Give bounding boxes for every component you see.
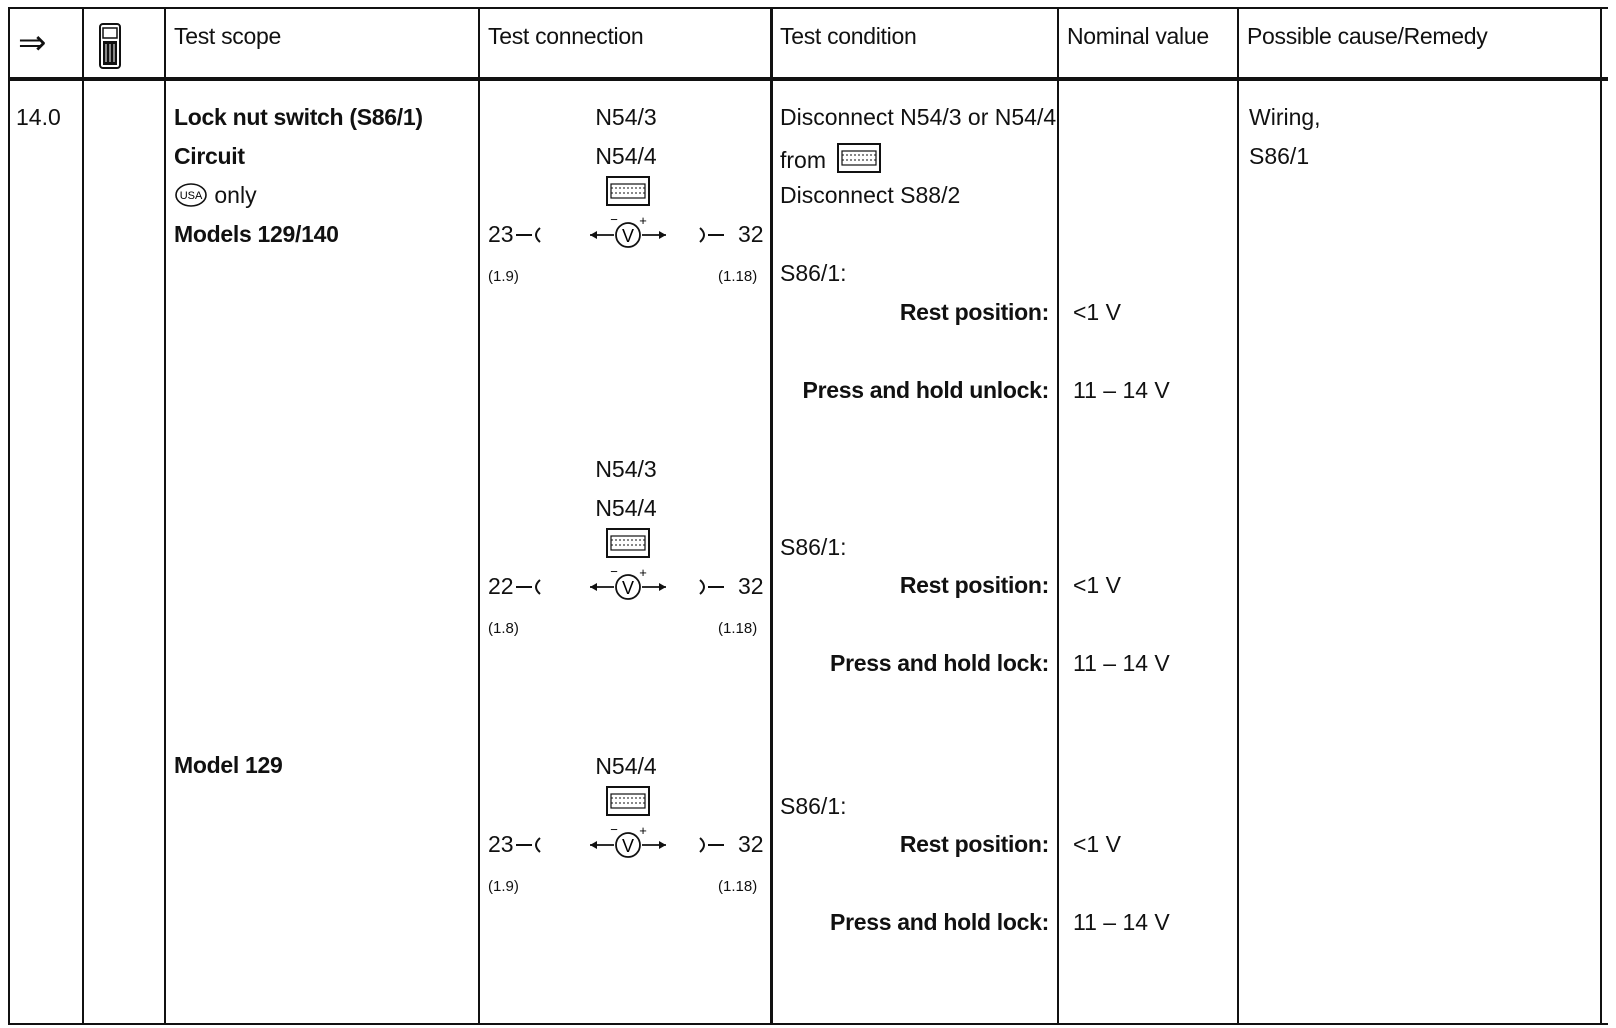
arrow-icon: ⇒ bbox=[18, 24, 47, 62]
condition-from-line: from bbox=[780, 142, 882, 174]
col-header-remedy: Possible cause/Remedy bbox=[1247, 23, 1488, 49]
right-pin-ref: (1.18) bbox=[718, 878, 758, 895]
svg-text:+: + bbox=[639, 826, 647, 838]
usa-badge-icon: USA bbox=[175, 183, 207, 207]
nominal-value: <1 V bbox=[1073, 831, 1121, 857]
connection-label: N54/3 bbox=[595, 456, 657, 482]
col-divider-4 bbox=[770, 7, 773, 1025]
col-divider-0 bbox=[8, 7, 10, 1025]
voltmeter-icon: V − + bbox=[590, 826, 666, 858]
condition-disconnect-1: Disconnect N54/3 or N54/4 bbox=[780, 104, 1057, 130]
svg-text:+: + bbox=[639, 568, 647, 580]
connection-label: N54/4 bbox=[595, 143, 657, 169]
col-header-test-condition: Test condition bbox=[780, 23, 917, 49]
scope-title: Lock nut switch (S86/1) bbox=[174, 104, 423, 130]
connector-right-icon bbox=[699, 837, 724, 853]
nominal-value: 11 – 14 V bbox=[1073, 909, 1170, 935]
scope-model-129: Model 129 bbox=[174, 752, 283, 778]
control-unit-icon bbox=[606, 786, 650, 816]
col-divider-1 bbox=[82, 7, 84, 1025]
col-divider-3 bbox=[478, 7, 480, 1025]
table-bottom-border bbox=[8, 1023, 1608, 1025]
step-number: 14.0 bbox=[16, 104, 61, 130]
condition-press-unlock: Press and hold unlock: bbox=[802, 377, 1050, 403]
header-bottom-border bbox=[8, 77, 1608, 81]
connection-label: N54/4 bbox=[595, 753, 657, 779]
right-pin-ref: (1.18) bbox=[718, 620, 758, 637]
handheld-tester-icon bbox=[99, 23, 121, 69]
right-pin: 32 bbox=[738, 831, 764, 857]
condition-rest-position: Rest position: bbox=[899, 831, 1049, 857]
svg-text:V: V bbox=[622, 836, 634, 856]
condition-disconnect-2: Disconnect S88/2 bbox=[780, 182, 961, 208]
remedy-line-1: Wiring, bbox=[1249, 104, 1321, 130]
remedy-line-2: S86/1 bbox=[1249, 143, 1310, 169]
right-pin: 32 bbox=[738, 221, 764, 247]
svg-text:V: V bbox=[622, 226, 634, 246]
connection-label: N54/4 bbox=[595, 495, 657, 521]
col-header-test-connection: Test connection bbox=[488, 23, 644, 49]
right-pin-ref: (1.18) bbox=[718, 268, 758, 285]
left-pin: 22 bbox=[488, 573, 514, 599]
right-pin: 32 bbox=[738, 573, 764, 599]
scope-models: Models 129/140 bbox=[174, 221, 339, 247]
usa-only-label: only bbox=[214, 182, 257, 208]
col-divider-5 bbox=[1057, 7, 1059, 1025]
table-top-border bbox=[8, 7, 1608, 9]
svg-text:+: + bbox=[639, 216, 647, 228]
nominal-value: <1 V bbox=[1073, 299, 1121, 325]
col-divider-2 bbox=[164, 7, 166, 1025]
nominal-value: <1 V bbox=[1073, 572, 1121, 598]
condition-press-lock: Press and hold lock: bbox=[830, 909, 1049, 935]
svg-text:USA: USA bbox=[180, 190, 203, 202]
col-divider-7 bbox=[1600, 7, 1602, 1025]
connector-right-icon bbox=[699, 579, 724, 595]
scope-circuit: Circuit bbox=[174, 143, 245, 169]
left-pin: 23 bbox=[488, 221, 514, 247]
connector-right-icon bbox=[699, 227, 724, 243]
connector-left-icon bbox=[516, 227, 541, 243]
condition-rest-position: Rest position: bbox=[899, 299, 1049, 325]
control-unit-icon bbox=[606, 176, 650, 206]
svg-text:V: V bbox=[622, 578, 634, 598]
condition-rest-position: Rest position: bbox=[899, 572, 1049, 598]
condition-s86-label: S86/1: bbox=[780, 534, 847, 560]
svg-text:−: − bbox=[610, 826, 618, 837]
condition-press-lock: Press and hold lock: bbox=[830, 650, 1049, 676]
usa-only-note: USA only bbox=[174, 181, 257, 209]
left-pin: 23 bbox=[488, 831, 514, 857]
connection-label: N54/3 bbox=[595, 104, 657, 130]
voltmeter-icon: V − + bbox=[590, 568, 666, 600]
connector-left-icon bbox=[516, 837, 541, 853]
control-unit-icon bbox=[606, 528, 650, 558]
left-pin-ref: (1.9) bbox=[488, 268, 519, 285]
voltmeter-icon: V − + bbox=[590, 216, 666, 248]
connector-left-icon bbox=[516, 579, 541, 595]
left-pin-ref: (1.8) bbox=[488, 620, 519, 637]
col-header-test-scope: Test scope bbox=[174, 23, 281, 49]
col-header-nominal-value: Nominal value bbox=[1067, 23, 1209, 49]
condition-s86-label: S86/1: bbox=[780, 793, 847, 819]
svg-text:−: − bbox=[610, 216, 618, 227]
col-divider-6 bbox=[1237, 7, 1239, 1025]
svg-text:−: − bbox=[610, 568, 618, 579]
condition-s86-label: S86/1: bbox=[780, 260, 847, 286]
condition-from-label: from bbox=[780, 147, 826, 173]
left-pin-ref: (1.9) bbox=[488, 878, 519, 895]
control-unit-icon bbox=[837, 143, 882, 173]
nominal-value: 11 – 14 V bbox=[1073, 377, 1170, 403]
nominal-value: 11 – 14 V bbox=[1073, 650, 1170, 676]
